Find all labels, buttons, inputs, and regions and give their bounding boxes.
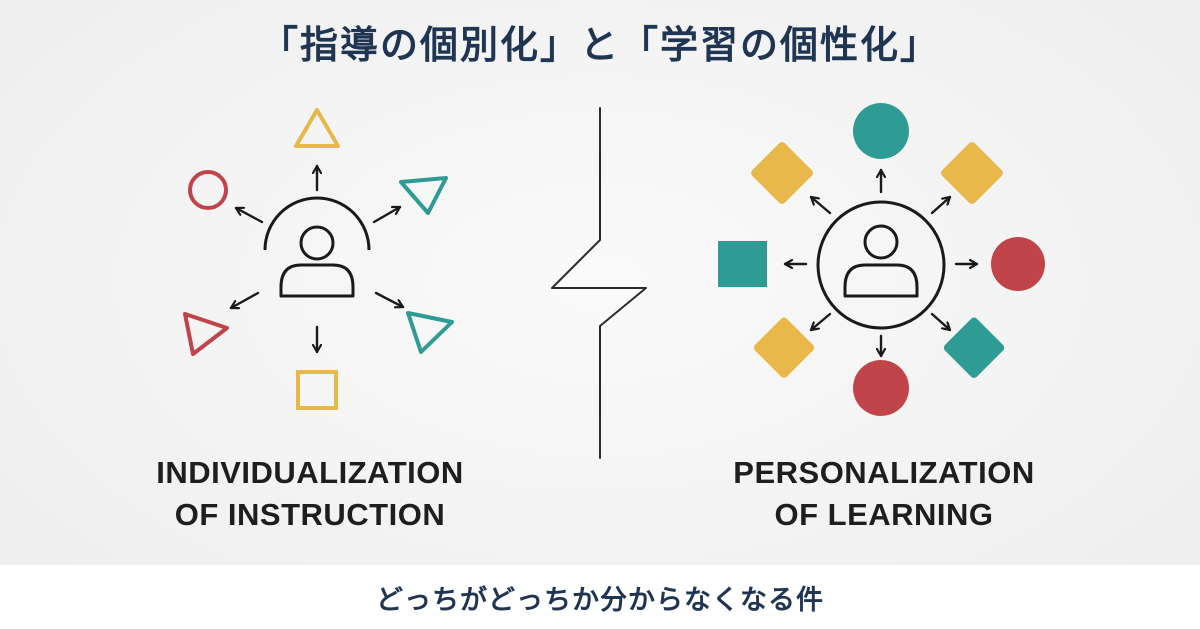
divider-icon (551, 107, 647, 459)
footer-bar (0, 565, 1200, 629)
arrow-icon (234, 208, 264, 224)
arrow-icon (809, 195, 832, 215)
person-icon (843, 224, 919, 298)
left-arc (263, 196, 371, 251)
diamond-icon (753, 317, 815, 378)
arrow-icon (809, 312, 832, 332)
arrow-icon (229, 291, 260, 310)
page-title: 「指導の個別化」と「学習の個性化」 (259, 23, 940, 67)
triangle-icon (183, 312, 229, 356)
left-label-line2: OF INSTRUCTION (174, 497, 446, 532)
arrow-icon (372, 205, 402, 224)
right-label: PERSONALIZATION OF LEARNING (654, 452, 1114, 536)
triangle-icon (406, 311, 454, 354)
right-ring (816, 200, 946, 330)
circle-icon (853, 103, 909, 159)
circle-icon (853, 360, 909, 416)
left-label-line1: INDIVIDUALIZATION (156, 455, 464, 490)
right-label-line1: PERSONALIZATION (733, 455, 1035, 490)
footer-subtitle: どっちがどっちか分からなくなる件 (376, 585, 824, 616)
arrow-icon (930, 195, 952, 215)
left-diagram (183, 108, 454, 410)
diamond-icon (751, 142, 813, 204)
circle-icon (991, 237, 1045, 291)
diamond-icon (941, 142, 1003, 204)
square-icon (718, 241, 767, 287)
diamond-icon (943, 317, 1005, 378)
triangle-icon (399, 176, 448, 215)
right-label-line2: OF LEARNING (774, 497, 994, 532)
left-arrows (229, 164, 405, 354)
person-icon (279, 225, 355, 298)
right-diagram (718, 103, 1045, 416)
arrow-icon (374, 291, 405, 307)
triangle-icon (294, 108, 340, 148)
square-icon (296, 370, 338, 410)
circle-icon (188, 170, 228, 210)
left-label: INDIVIDUALIZATION OF INSTRUCTION (80, 452, 540, 536)
right-arrows (783, 168, 979, 358)
arrow-icon (930, 312, 952, 332)
